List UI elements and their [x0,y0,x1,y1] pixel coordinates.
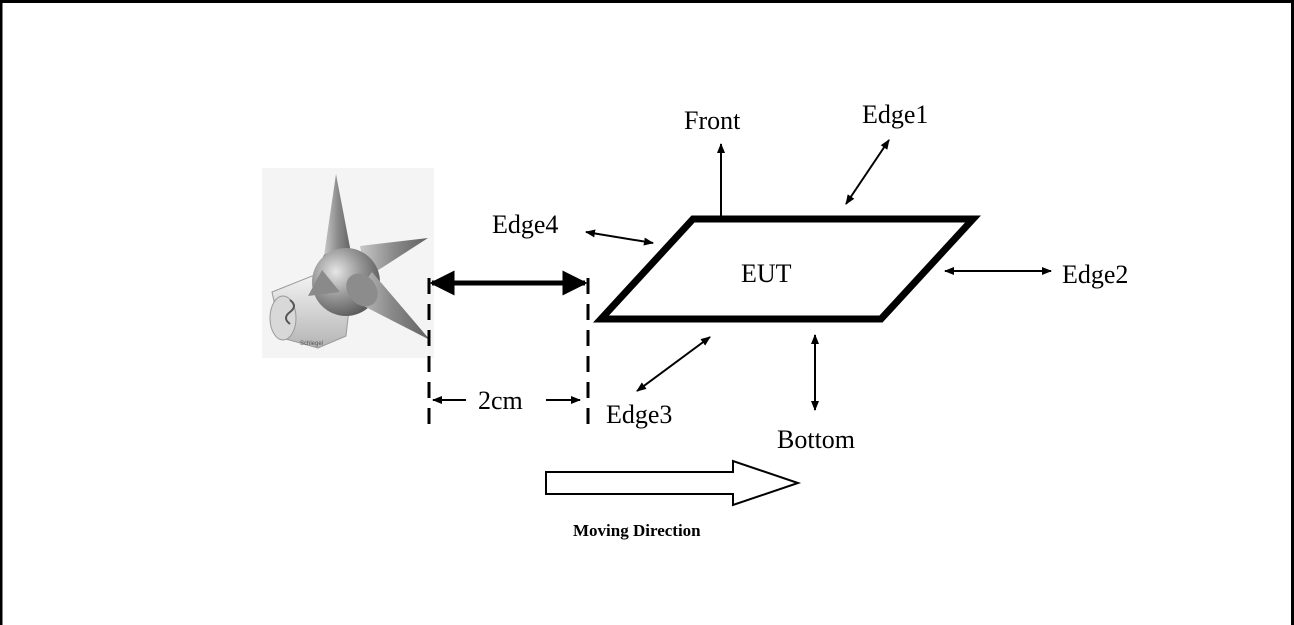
edge3-label: Edge3 [606,400,672,429]
edge1-arrow [845,139,890,205]
moving-direction-label: Moving Direction [573,521,701,540]
star-shaped-probe-icon: Schlegel [262,168,434,358]
eut-outline [593,215,981,323]
edge4-arrow [585,229,654,246]
edge4-label: Edge4 [492,210,558,239]
probe-imprint: Schlegel [300,341,323,347]
edge1-label: Edge1 [862,100,928,129]
edge3-arrow [636,336,711,392]
eut-label: EUT [741,259,792,288]
edge2-label: Edge2 [1062,260,1128,289]
front-label: Front [684,106,741,135]
moving-direction-arrow [545,459,802,507]
distance-label: 2cm [478,386,523,415]
bottom-label: Bottom [777,425,855,454]
